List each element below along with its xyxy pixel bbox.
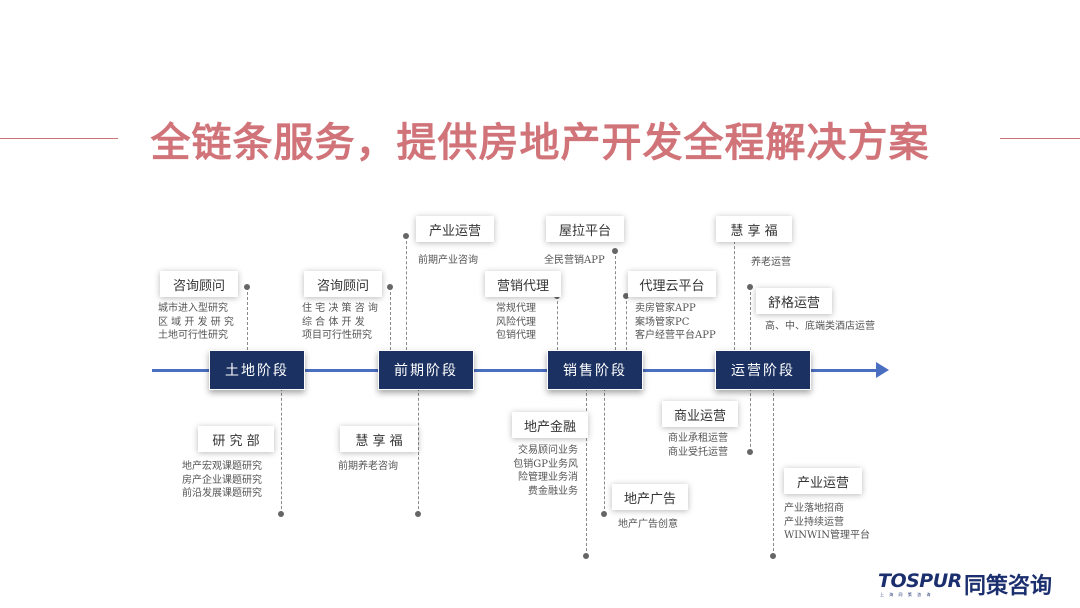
service-desc-wula-platform: 全民营销APP [544, 255, 605, 266]
service-box-agency-cloud: 代理云平台 [628, 271, 716, 297]
connector-bottom-5 [750, 388, 751, 452]
service-desc-industry-pre: 前期产业咨询 [418, 255, 478, 266]
connector-top-1 [247, 287, 248, 350]
connector-dot [623, 293, 629, 299]
service-desc-real-estate-ads: 地产广告创意 [618, 519, 678, 530]
service-desc-shuge-op: 高、中、底端类酒店运营 [765, 321, 875, 332]
stage-operation: 运营阶段 [715, 350, 811, 390]
timeline-arrow-icon [876, 362, 889, 378]
service-desc-consulting-pre: 住 宅 决 策 咨 询 综 合 体 开 发 项目可行性研究 [302, 303, 378, 341]
logo-en-text: TOSPUR [878, 570, 962, 592]
connector-bottom-6 [773, 388, 774, 556]
stage-land: 土地阶段 [209, 350, 305, 390]
connector-top-4 [557, 296, 558, 350]
connector-dot [244, 284, 250, 290]
connector-dot [770, 553, 776, 559]
timeline-axis [152, 369, 880, 372]
service-desc-industry-op: 产业落地招商 产业持续运营 WINWIN管理平台 [784, 503, 870, 541]
connector-bottom-1 [281, 388, 282, 514]
tospur-logo: TOSPUR 同策咨询 上 海 同 策 咨 询 [878, 568, 1058, 602]
service-box-industry-op: 产业运营 [784, 468, 862, 494]
connector-bottom-4 [604, 388, 605, 514]
connector-bottom-3 [586, 388, 587, 556]
connector-top-3 [406, 236, 407, 350]
connector-dot [278, 511, 284, 517]
stage-preliminary: 前期阶段 [378, 350, 474, 390]
connector-dot [387, 284, 393, 290]
service-box-research: 研 究 部 [198, 426, 274, 452]
service-desc-consulting-land: 城市进入型研究 区 域 开 发 研 究 土地可行性研究 [158, 303, 234, 341]
title-rule-left [0, 138, 118, 139]
service-box-industry-pre: 产业运营 [416, 216, 494, 242]
connector-dot [583, 553, 589, 559]
service-box-real-estate-ads: 地产广告 [612, 484, 688, 510]
service-desc-marketing-agency: 常规代理 风险代理 包销代理 [496, 303, 536, 341]
service-desc-commercial-op: 商业承租运营 商业受托运营 [668, 433, 728, 458]
connector-dot [601, 511, 607, 517]
service-box-huixiangfu-pre: 慧 享 福 [340, 426, 418, 452]
service-desc-huixiangfu-op: 养老运营 [751, 257, 791, 268]
connector-top-7 [734, 236, 735, 350]
page-title: 全链条服务，提供房地产开发全程解决方案 [150, 120, 930, 166]
service-box-marketing-agency: 营销代理 [485, 271, 561, 297]
service-box-huixiangfu-op: 慧 享 福 [716, 216, 792, 242]
connector-top-6 [626, 296, 627, 350]
service-desc-agency-cloud: 卖房管家APP 案场管家PC 客户经营平台APP [635, 303, 716, 341]
service-box-real-estate-finance: 地产金融 [512, 412, 588, 438]
service-box-commercial-op: 商业运营 [662, 401, 738, 427]
connector-top-8 [750, 287, 751, 350]
service-box-shuge-op: 舒格运营 [756, 288, 832, 314]
stage-sales: 销售阶段 [547, 350, 643, 390]
service-desc-huixiangfu-pre: 前期养老咨询 [338, 461, 398, 472]
service-box-consulting-pre: 咨询顾问 [304, 271, 382, 297]
logo-sub-text: 上 海 同 策 咨 询 [880, 592, 933, 597]
connector-dot [747, 284, 753, 290]
connector-bottom-2 [418, 388, 419, 514]
service-desc-real-estate-finance: 交易顾问业务 包销GP业务风 险管理业务消 费金融业务 [513, 445, 578, 497]
connector-top-5 [615, 251, 616, 350]
connector-top-2 [390, 287, 391, 350]
connector-dot [403, 233, 409, 239]
title-rule-right [1000, 138, 1080, 139]
service-box-consulting-land: 咨询顾问 [160, 271, 238, 297]
connector-dot [415, 511, 421, 517]
service-box-wula-platform: 屋拉平台 [546, 216, 624, 242]
service-desc-research: 地产宏观课题研究 房产企业课题研究 前沿发展课题研究 [182, 461, 262, 499]
connector-dot [747, 449, 753, 455]
connector-dot [612, 248, 618, 254]
logo-cn-text: 同策咨询 [964, 574, 1053, 599]
